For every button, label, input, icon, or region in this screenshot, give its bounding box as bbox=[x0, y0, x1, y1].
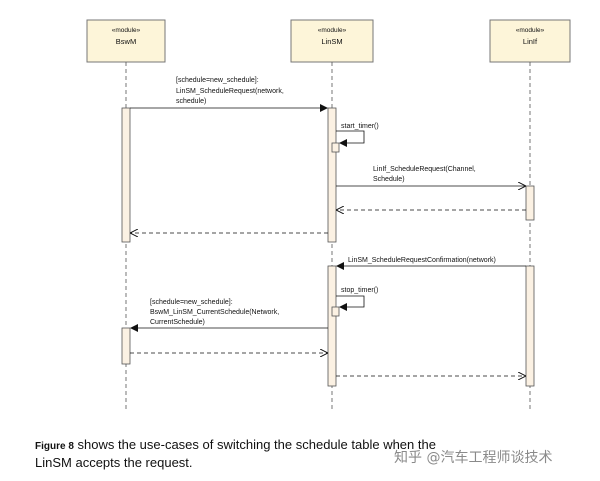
svg-text:LinSM_ScheduleRequestConfirmat: LinSM_ScheduleRequestConfirmation(networ… bbox=[348, 257, 496, 264]
message-start-timer: start_timer() bbox=[336, 123, 379, 147]
svg-text:«module»: «module» bbox=[112, 27, 141, 34]
svg-text:«module»: «module» bbox=[318, 27, 347, 34]
svg-text:schedule): schedule) bbox=[176, 98, 206, 105]
message-bswm-current-schedule: [schedule=new_schedule]: BswM_LinSM_Curr… bbox=[130, 299, 328, 332]
svg-text:LinSM: LinSM bbox=[321, 37, 342, 46]
figure-caption: Figure 8 shows the use-cases of switchin… bbox=[35, 437, 455, 471]
svg-text:Schedule): Schedule) bbox=[373, 176, 405, 183]
svg-text:CurrentSchedule): CurrentSchedule) bbox=[150, 319, 205, 326]
caption-text: shows the use-cases of switching the sch… bbox=[35, 437, 436, 470]
svg-text:[schedule=new_schedule]:: [schedule=new_schedule]: bbox=[176, 77, 259, 84]
svg-text:BswM_LinSM_CurrentSchedule(Net: BswM_LinSM_CurrentSchedule(Network, bbox=[150, 309, 279, 316]
activation-linsm-1 bbox=[327, 107, 337, 243]
lifeline-linif-header: «module» LinIf bbox=[489, 19, 571, 63]
activation-linif-2 bbox=[525, 265, 535, 387]
message-linsm-schedule-request: [schedule=new_schedule]: LinSM_ScheduleR… bbox=[130, 77, 328, 112]
svg-text:BswM: BswM bbox=[116, 37, 136, 46]
svg-text:stop_timer(): stop_timer() bbox=[341, 287, 378, 294]
message-stop-timer: stop_timer() bbox=[336, 287, 378, 311]
activation-bswm-2 bbox=[121, 327, 131, 365]
message-schedule-request-confirmation: LinSM_ScheduleRequestConfirmation(networ… bbox=[336, 257, 526, 270]
watermark: 知乎 @汽车工程师谈技术 bbox=[394, 450, 553, 466]
activation-linif-1 bbox=[525, 185, 535, 221]
lifeline-bswm-header: «module» BswM bbox=[86, 19, 166, 63]
activation-linsm-timer-2 bbox=[331, 306, 340, 317]
activation-linsm-timer-1 bbox=[331, 142, 340, 153]
svg-text:LinIf_ScheduleRequest(Channel,: LinIf_ScheduleRequest(Channel, bbox=[373, 166, 476, 173]
activation-bswm-1 bbox=[121, 107, 131, 243]
message-linif-schedule-request: LinIf_ScheduleRequest(Channel, Schedule) bbox=[336, 166, 525, 186]
svg-text:start_timer(): start_timer() bbox=[341, 123, 379, 130]
lifeline-linsm-header: «module» LinSM bbox=[290, 19, 374, 63]
svg-text:LinSM_ScheduleRequest(network,: LinSM_ScheduleRequest(network, bbox=[176, 88, 284, 95]
svg-text:LinIf: LinIf bbox=[523, 37, 538, 46]
svg-text:[schedule=new_schedule]:: [schedule=new_schedule]: bbox=[150, 299, 233, 306]
figure-reference: Figure 8 bbox=[35, 441, 74, 452]
svg-text:«module»: «module» bbox=[516, 27, 545, 34]
activation-linsm-2 bbox=[327, 265, 337, 387]
